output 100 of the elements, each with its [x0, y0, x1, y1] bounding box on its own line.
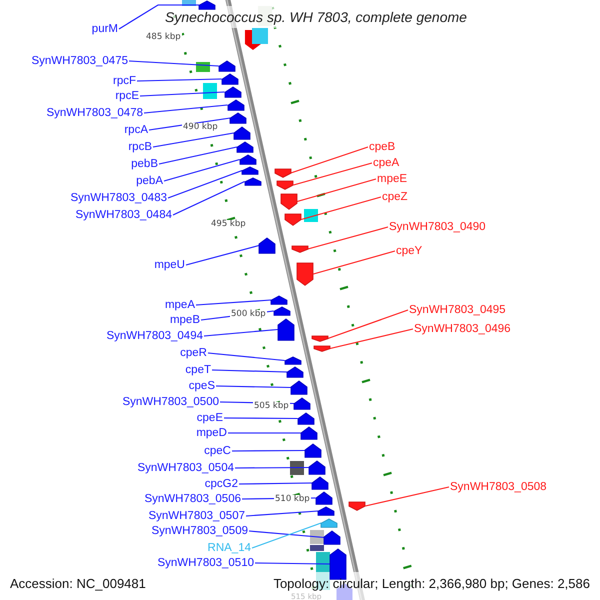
- gene-label: SynWH7803_0475: [31, 54, 128, 68]
- gene-label: cpeE: [196, 411, 223, 425]
- gene-label: rpcE: [115, 89, 139, 103]
- gene-label: cpeS: [188, 379, 215, 393]
- gene-label: pebB: [131, 157, 158, 171]
- leader-line: [301, 196, 382, 220]
- leader-line: [140, 91, 225, 97]
- gene-block: [312, 476, 328, 490]
- gene-block: [318, 506, 334, 516]
- gene-label: mpeB: [170, 313, 200, 327]
- gene-block: [314, 346, 330, 352]
- gene-block: [228, 100, 244, 110]
- gene-label: cpeY: [396, 244, 422, 258]
- leader-line: [239, 482, 312, 485]
- gene-label: cpeZ: [382, 190, 408, 204]
- gene-label: rpcB: [128, 140, 152, 154]
- gene-label: RNA_14: [208, 541, 251, 555]
- leader-line: [204, 328, 278, 337]
- leader-line: [248, 530, 324, 538]
- gene-block: [312, 336, 328, 342]
- gene-block: [324, 530, 340, 544]
- gene-label: SynWH7803_0478: [46, 106, 143, 120]
- leader-line: [168, 170, 242, 199]
- gene-label: SynWH7803_0484: [75, 208, 172, 222]
- gene-block: [230, 112, 246, 124]
- scale-label: 485 kbp: [145, 33, 182, 42]
- gene-label: rpcF: [113, 74, 136, 88]
- leader-line: [144, 104, 228, 114]
- gene-block: [316, 492, 332, 504]
- gene-label: SynWH7803_0494: [106, 329, 203, 343]
- gene-block: [284, 356, 301, 364]
- gene-label: SynWH7803_0508: [450, 480, 547, 494]
- leader-line: [293, 162, 372, 186]
- leader-line: [118, 4, 199, 30]
- gene-block: [281, 194, 298, 210]
- leader-line: [328, 309, 408, 339]
- scale-label: 500 kbp: [230, 310, 267, 319]
- leader-line: [136, 78, 222, 82]
- leader-line: [164, 158, 240, 182]
- footer-text: Accession: NC_009481: [10, 577, 146, 591]
- title: Synechococcus sp. WH 7803, complete genome: [165, 10, 467, 24]
- leader-line: [228, 432, 301, 434]
- gene-block: [244, 178, 261, 186]
- gene-label: SynWH7803_0490: [389, 220, 486, 234]
- leader-line: [158, 146, 238, 165]
- gene-label: cpeC: [204, 444, 231, 458]
- gene-label: SynWH7803_0507: [148, 509, 245, 523]
- gene-block: [297, 262, 314, 286]
- scale-label: 495 kbp: [210, 220, 247, 229]
- gene-block: [271, 296, 288, 304]
- gene-block: [330, 548, 346, 580]
- leader-line: [186, 244, 260, 266]
- leader-line: [128, 60, 219, 67]
- leader-line: [172, 181, 245, 216]
- gene-label: purM: [92, 22, 118, 36]
- gene-block: [308, 460, 325, 474]
- gene-block: [304, 444, 321, 458]
- leader-line: [365, 486, 450, 507]
- gene-label: SynWH7803_0510: [157, 556, 254, 570]
- leader-line: [224, 417, 298, 420]
- gene-label: mpeD: [196, 426, 227, 440]
- gene-block: [349, 502, 366, 510]
- gene-block: [218, 60, 235, 72]
- gene-block: [300, 426, 317, 440]
- gene-block: [222, 74, 238, 84]
- leader-line: [246, 510, 318, 517]
- leader-line: [235, 466, 309, 469]
- footer-text: Topology: circular; Length: 2,366,980 bp; Genes: 2,586: [273, 577, 590, 591]
- gene-label: cpeR: [180, 346, 207, 360]
- gene-label: SynWH7803_0483: [70, 191, 167, 205]
- leader-line: [330, 328, 414, 350]
- gene-label: cpeA: [373, 156, 400, 170]
- gene-label: pebA: [136, 174, 163, 188]
- gene-label: SynWH7803_0496: [414, 322, 511, 336]
- gene-block: [278, 318, 294, 340]
- gene-label: cpeT: [185, 363, 211, 377]
- gene-label: mpeA: [164, 298, 195, 312]
- gene-block: [321, 518, 338, 528]
- gene-block: [274, 306, 290, 316]
- gene-label: SynWH7803_0506: [144, 492, 241, 506]
- gene-label: cpcG2: [204, 477, 238, 491]
- gene-block: [236, 142, 253, 152]
- scale-label: 510 kbp: [274, 495, 311, 504]
- leader-line: [255, 562, 330, 565]
- scale-label: 505 kbp: [253, 402, 290, 411]
- gene-block: [234, 126, 250, 140]
- gene-block: [294, 398, 310, 410]
- gene-label: rpcA: [124, 123, 148, 137]
- gene-block: [290, 380, 307, 394]
- gene-block: [287, 366, 304, 378]
- gene-label: mpeU: [154, 258, 185, 272]
- leader-line: [196, 299, 272, 306]
- leader-line: [152, 132, 234, 148]
- gene-label: cpeB: [369, 140, 396, 154]
- leader-line: [232, 450, 305, 452]
- gene-block: [277, 180, 294, 190]
- gene-label: SynWH7803_0500: [122, 395, 219, 409]
- gene-label: SynWH7803_0509: [151, 524, 248, 538]
- gene-block: [258, 238, 275, 254]
- scale-label: 490 kbp: [182, 123, 219, 132]
